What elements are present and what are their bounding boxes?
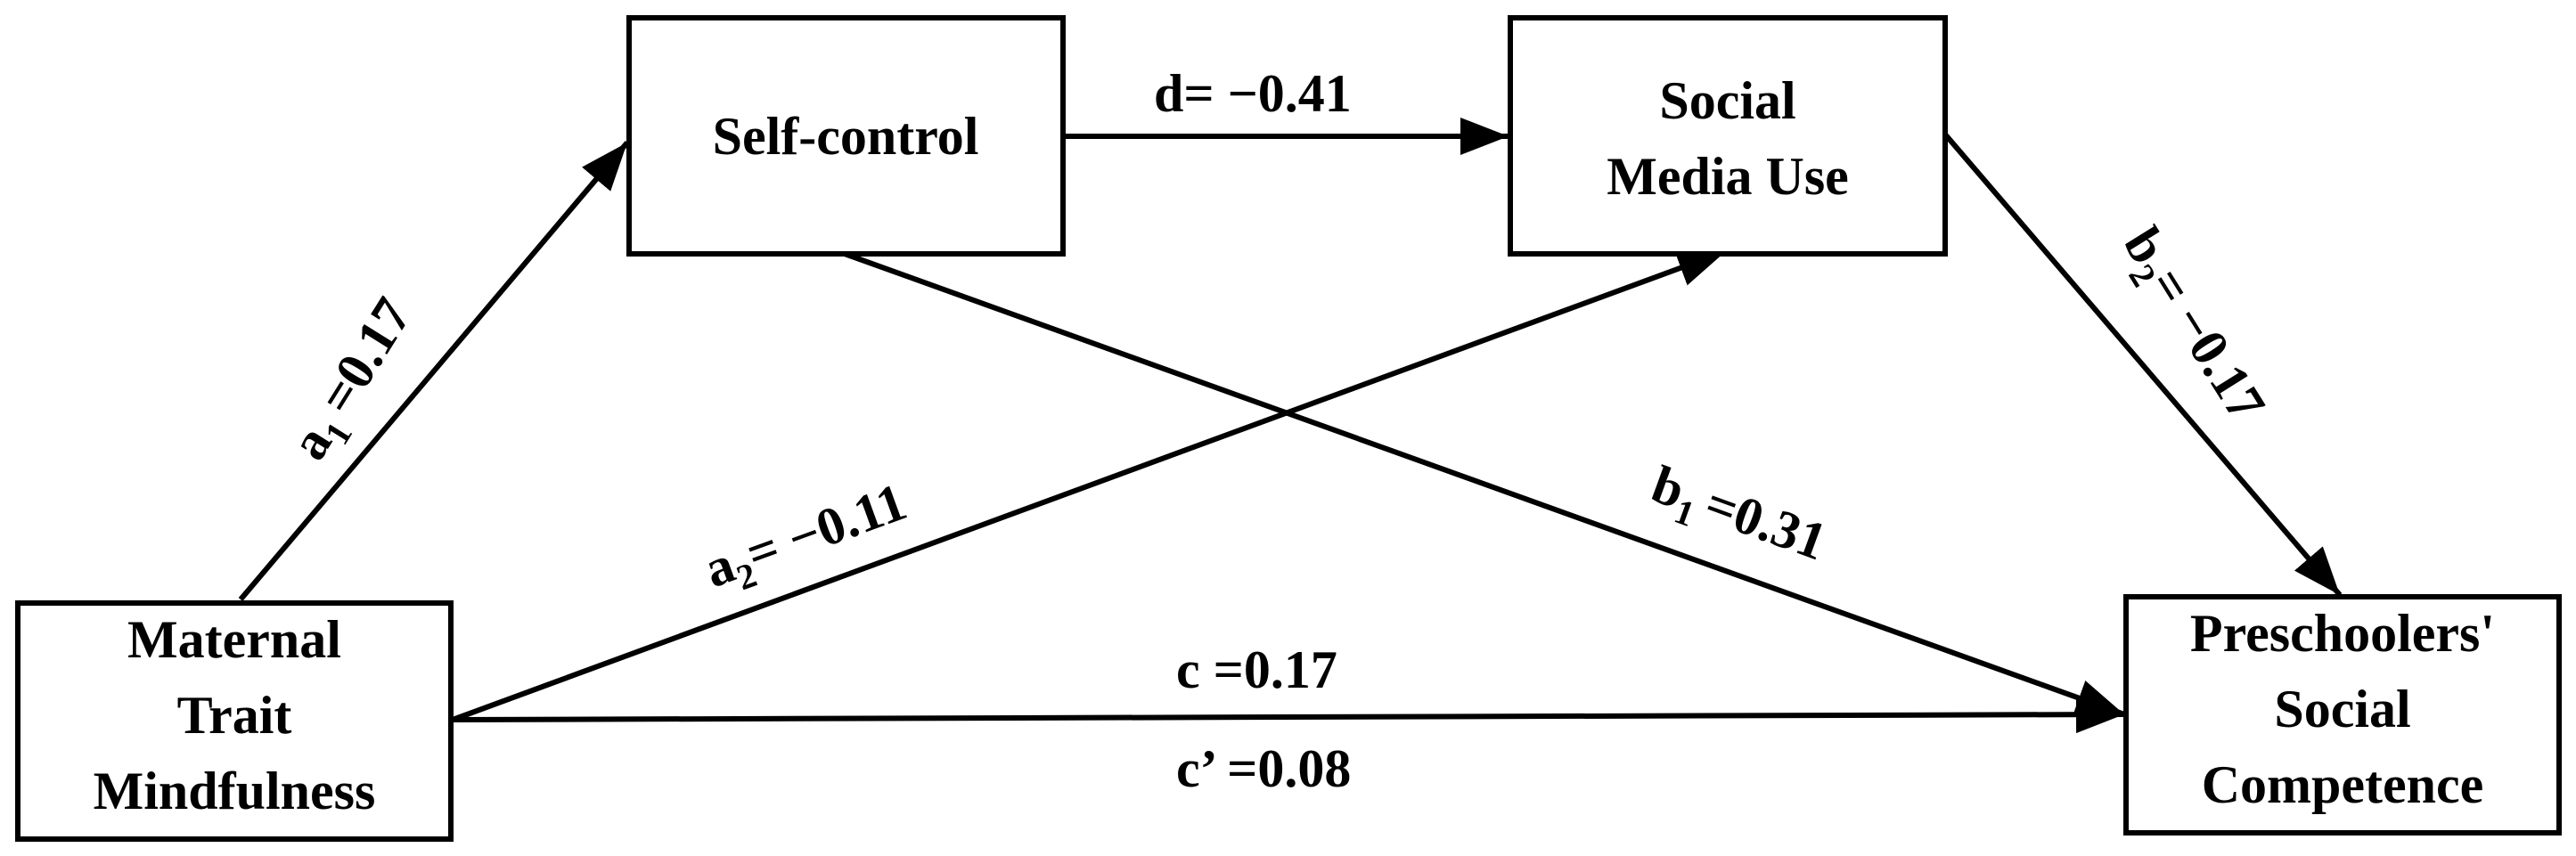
maternal-mindfulness-box	[15, 600, 454, 842]
edge-a1	[238, 141, 630, 601]
d-value: = −0.41	[1183, 64, 1351, 123]
a2-value: = −0.11	[739, 472, 913, 583]
social-competence-label-line3: Competence	[2202, 755, 2484, 814]
edge-label-c-direct: c’ =0.08	[1176, 739, 1351, 798]
svg-text:b2= −0.17: b2= −0.17	[2105, 217, 2277, 436]
edge-a2	[451, 249, 1728, 722]
self-control-label: Self-control	[713, 107, 979, 166]
b1-value: =0.31	[1697, 474, 1834, 572]
edge-label-a1: a1=0.17	[279, 288, 430, 474]
maternal-mindfulness-label-line1: Maternal	[127, 610, 341, 669]
node-social-media-use: Social Media Use	[1508, 15, 1948, 257]
edge-b2	[1943, 134, 2343, 597]
social-competence-box	[2123, 594, 2562, 836]
edge-label-b1: b1=0.31	[1641, 454, 1835, 580]
edges	[238, 118, 2343, 734]
social-media-use-box	[1508, 15, 1948, 257]
maternal-mindfulness-label-line3: Mindfulness	[94, 762, 376, 820]
svg-text:a1=0.17: a1=0.17	[279, 288, 430, 474]
edge-b1	[843, 251, 2126, 717]
maternal-mindfulness-label-line2: Trait	[177, 686, 292, 745]
b2-value: = −0.17	[2138, 257, 2277, 431]
node-social-competence: Preschoolers' Social Competence	[2123, 594, 2562, 836]
social-competence-label-line2: Social	[2274, 680, 2410, 738]
node-self-control: Self-control	[626, 15, 1066, 257]
social-media-use-label-line1: Social	[1659, 71, 1795, 130]
edge-label-c-total: c =0.17	[1176, 640, 1337, 699]
svg-text:d= −0.41: d= −0.41	[1154, 64, 1352, 123]
node-maternal-mindfulness: Maternal Trait Mindfulness	[15, 600, 454, 842]
edge-label-b2: b2= −0.17	[2105, 217, 2277, 436]
d-symbol: d	[1154, 64, 1183, 123]
edge-label-d: d= −0.41	[1154, 64, 1352, 123]
social-media-use-label-line2: Media Use	[1607, 147, 1849, 206]
self-control-box	[626, 15, 1066, 257]
svg-text:b1=0.31: b1=0.31	[1641, 454, 1834, 580]
social-competence-label-line1: Preschoolers'	[2190, 604, 2495, 663]
edge-c	[452, 696, 2125, 734]
